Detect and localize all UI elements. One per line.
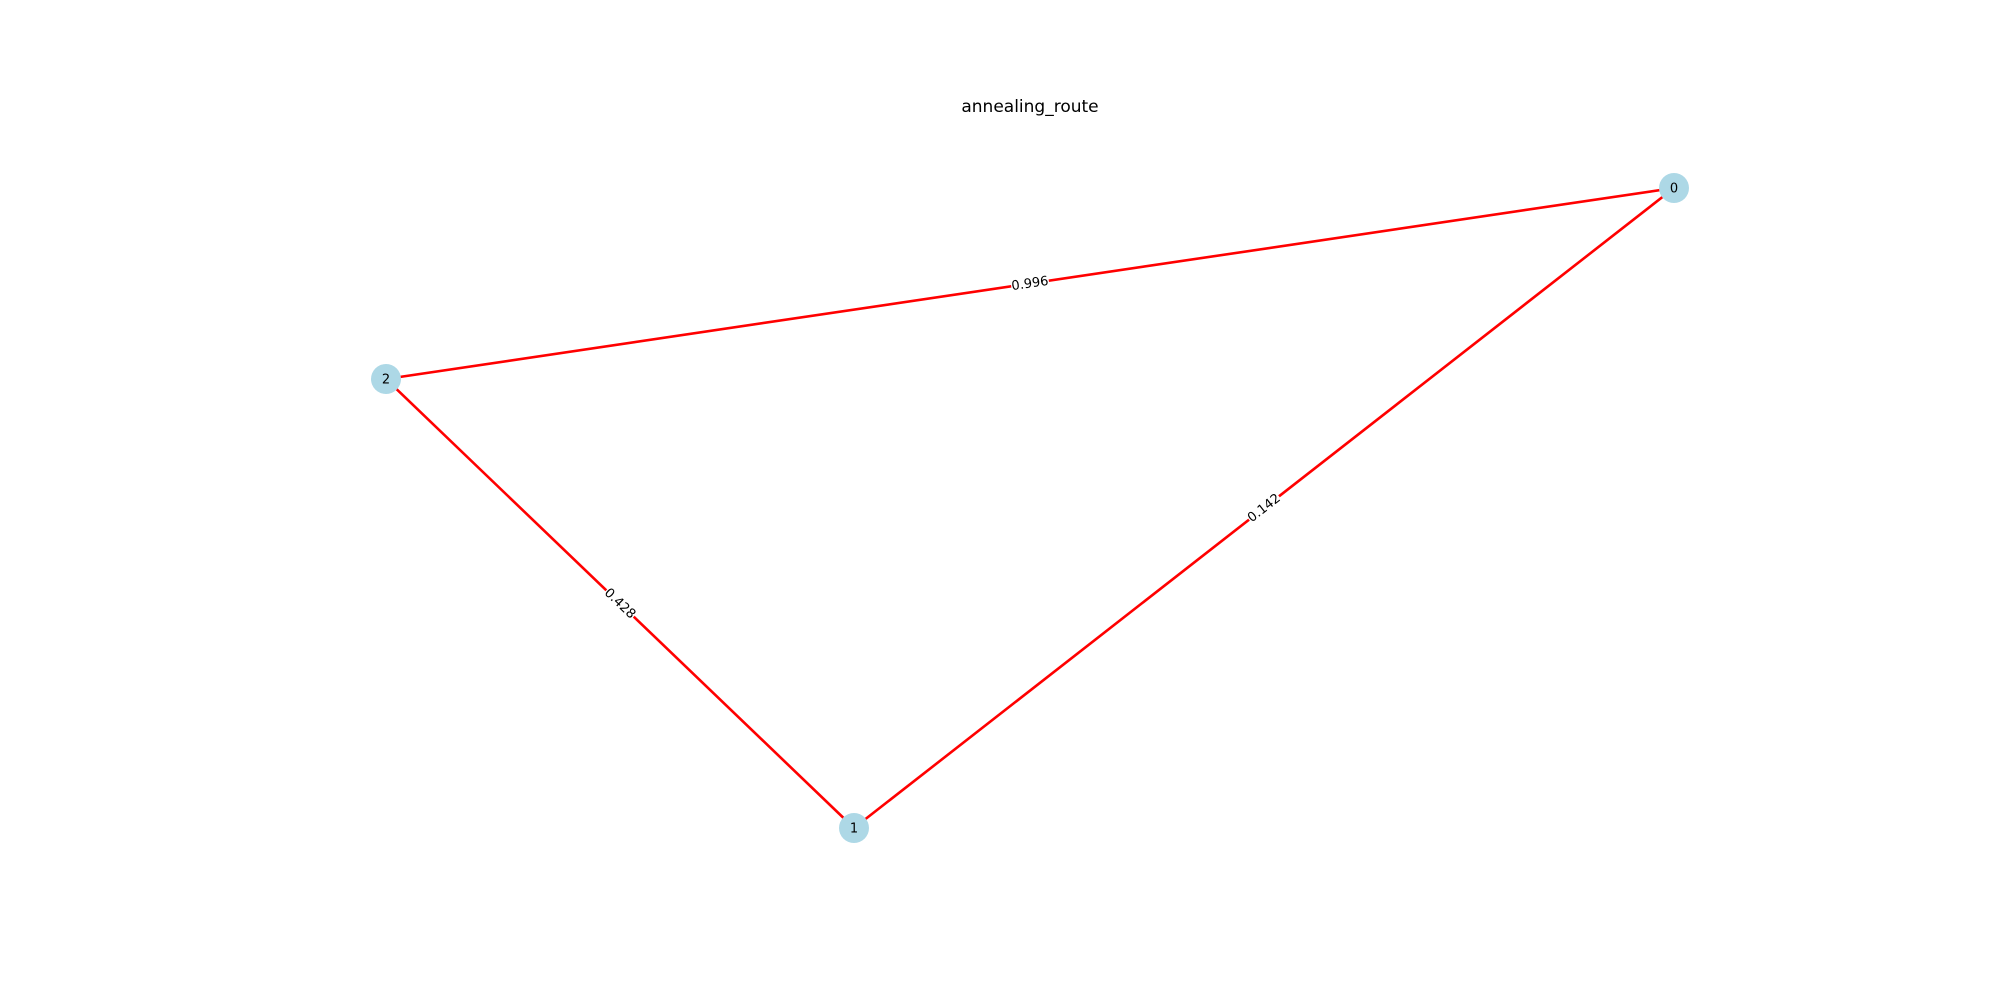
node-label: 0: [1670, 182, 1678, 197]
node-0: 0: [1659, 173, 1689, 203]
node-1: 1: [839, 813, 869, 843]
node-circle: [839, 813, 869, 843]
edge-label-group-2-0: 0.996: [1010, 272, 1050, 294]
node-label: 2: [382, 373, 390, 388]
nodes-layer: 0 1 2: [371, 173, 1689, 843]
edge-label-background: [1010, 272, 1050, 293]
edge-label-background: [1244, 490, 1283, 525]
node-label: 1: [850, 822, 858, 837]
node-circle: [1659, 173, 1689, 203]
node-circle: [371, 364, 401, 394]
graph-title: annealing_route: [961, 97, 1098, 117]
edge-weight-label: 0.996: [1011, 274, 1050, 294]
edge-label-background: [602, 584, 640, 621]
node-2: 2: [371, 364, 401, 394]
